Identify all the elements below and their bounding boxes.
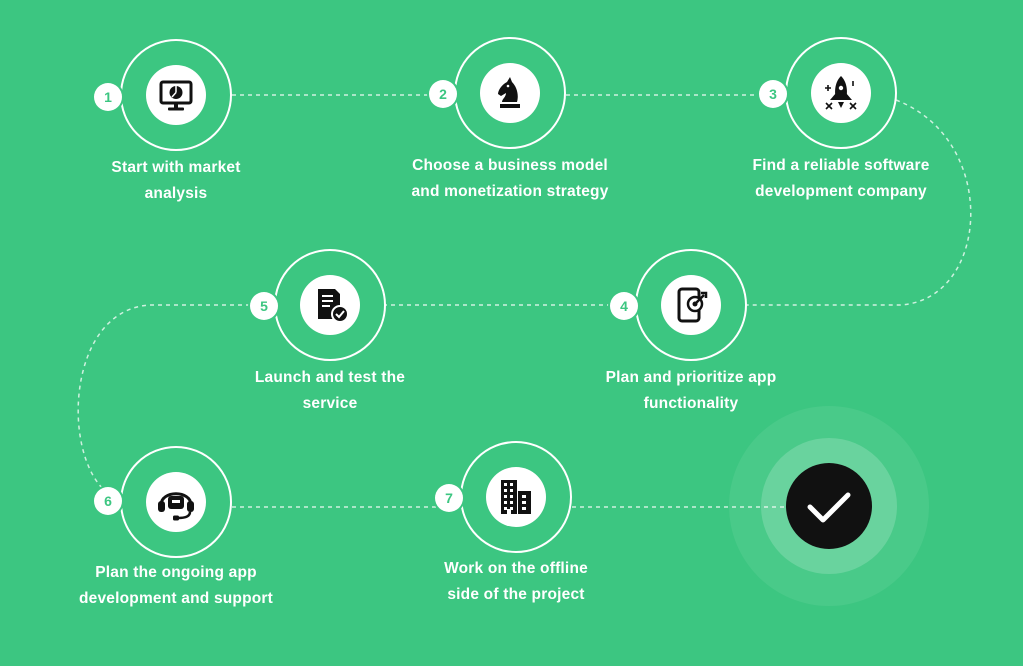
step-number: 3 [769,86,777,102]
connector-path [77,94,972,508]
final-node [729,406,929,606]
step-number-badge [610,292,638,320]
step-label-line: development company [755,183,927,200]
phone-target-icon [677,287,708,323]
step-node-2: 2 [427,37,566,149]
office-building-icon [501,480,531,514]
monitor-chart-icon [159,80,193,111]
step-label-5: Launch and test the service [200,365,460,417]
step-label-line: development and support [78,590,274,607]
connector-5-6-curve [77,304,274,501]
step-node-7: 7 [433,441,572,553]
step-node-5: 5 [248,249,386,361]
rocket-icon [825,76,857,110]
step-label-line: Launch and test the [254,369,406,386]
step-number: 2 [439,86,447,102]
step-node-3: 3 [757,37,897,149]
chess-knight-icon [498,77,520,108]
step-number-badge [429,80,457,108]
step-label-line: and monetization strategy [411,183,609,200]
step-number: 7 [445,490,453,506]
headset-support-icon [158,492,194,521]
step-number: 5 [260,298,268,314]
final-circle [786,463,872,549]
step-label-6: Plan the ongoing app development and supp… [46,560,306,612]
document-check-icon [318,289,349,323]
step-label-line: analysis [144,185,208,202]
step-node-4: 4 [608,249,747,361]
step-label-line: functionality [643,395,739,412]
step-number-badge [759,80,787,108]
step-number: 1 [104,89,112,105]
step-number-badge [94,83,122,111]
step-number-badge [250,292,278,320]
step-label-3: Find a reliable software development comp… [711,153,971,205]
step-label-line: side of the project [447,586,585,603]
step-label-7: Work on the offline side of the project [386,556,646,608]
step-label-line: service [302,395,358,412]
step-label-4: Plan and prioritize app functionality [561,365,821,417]
step-number-badge [435,484,463,512]
step-number-badge [94,487,122,515]
step-label-line: Find a reliable software [752,157,930,174]
step-label-line: Plan the ongoing app [95,564,257,581]
step-node-1: 1 [92,39,232,151]
connector-3-4-curve [747,99,972,306]
step-number: 4 [620,298,628,314]
step-label-1: Start with market analysis [46,155,306,207]
step-label-line: Work on the offline [444,560,588,577]
step-node-6: 6 [92,446,232,558]
step-label-line: Plan and prioritize app [605,369,777,386]
step-label-line: Choose a business model [412,157,608,174]
step-label-2: Choose a business model and monetization … [380,153,640,205]
step-number: 6 [104,493,112,509]
step-label-line: Start with market [111,159,241,176]
checkmark-icon [807,492,851,523]
